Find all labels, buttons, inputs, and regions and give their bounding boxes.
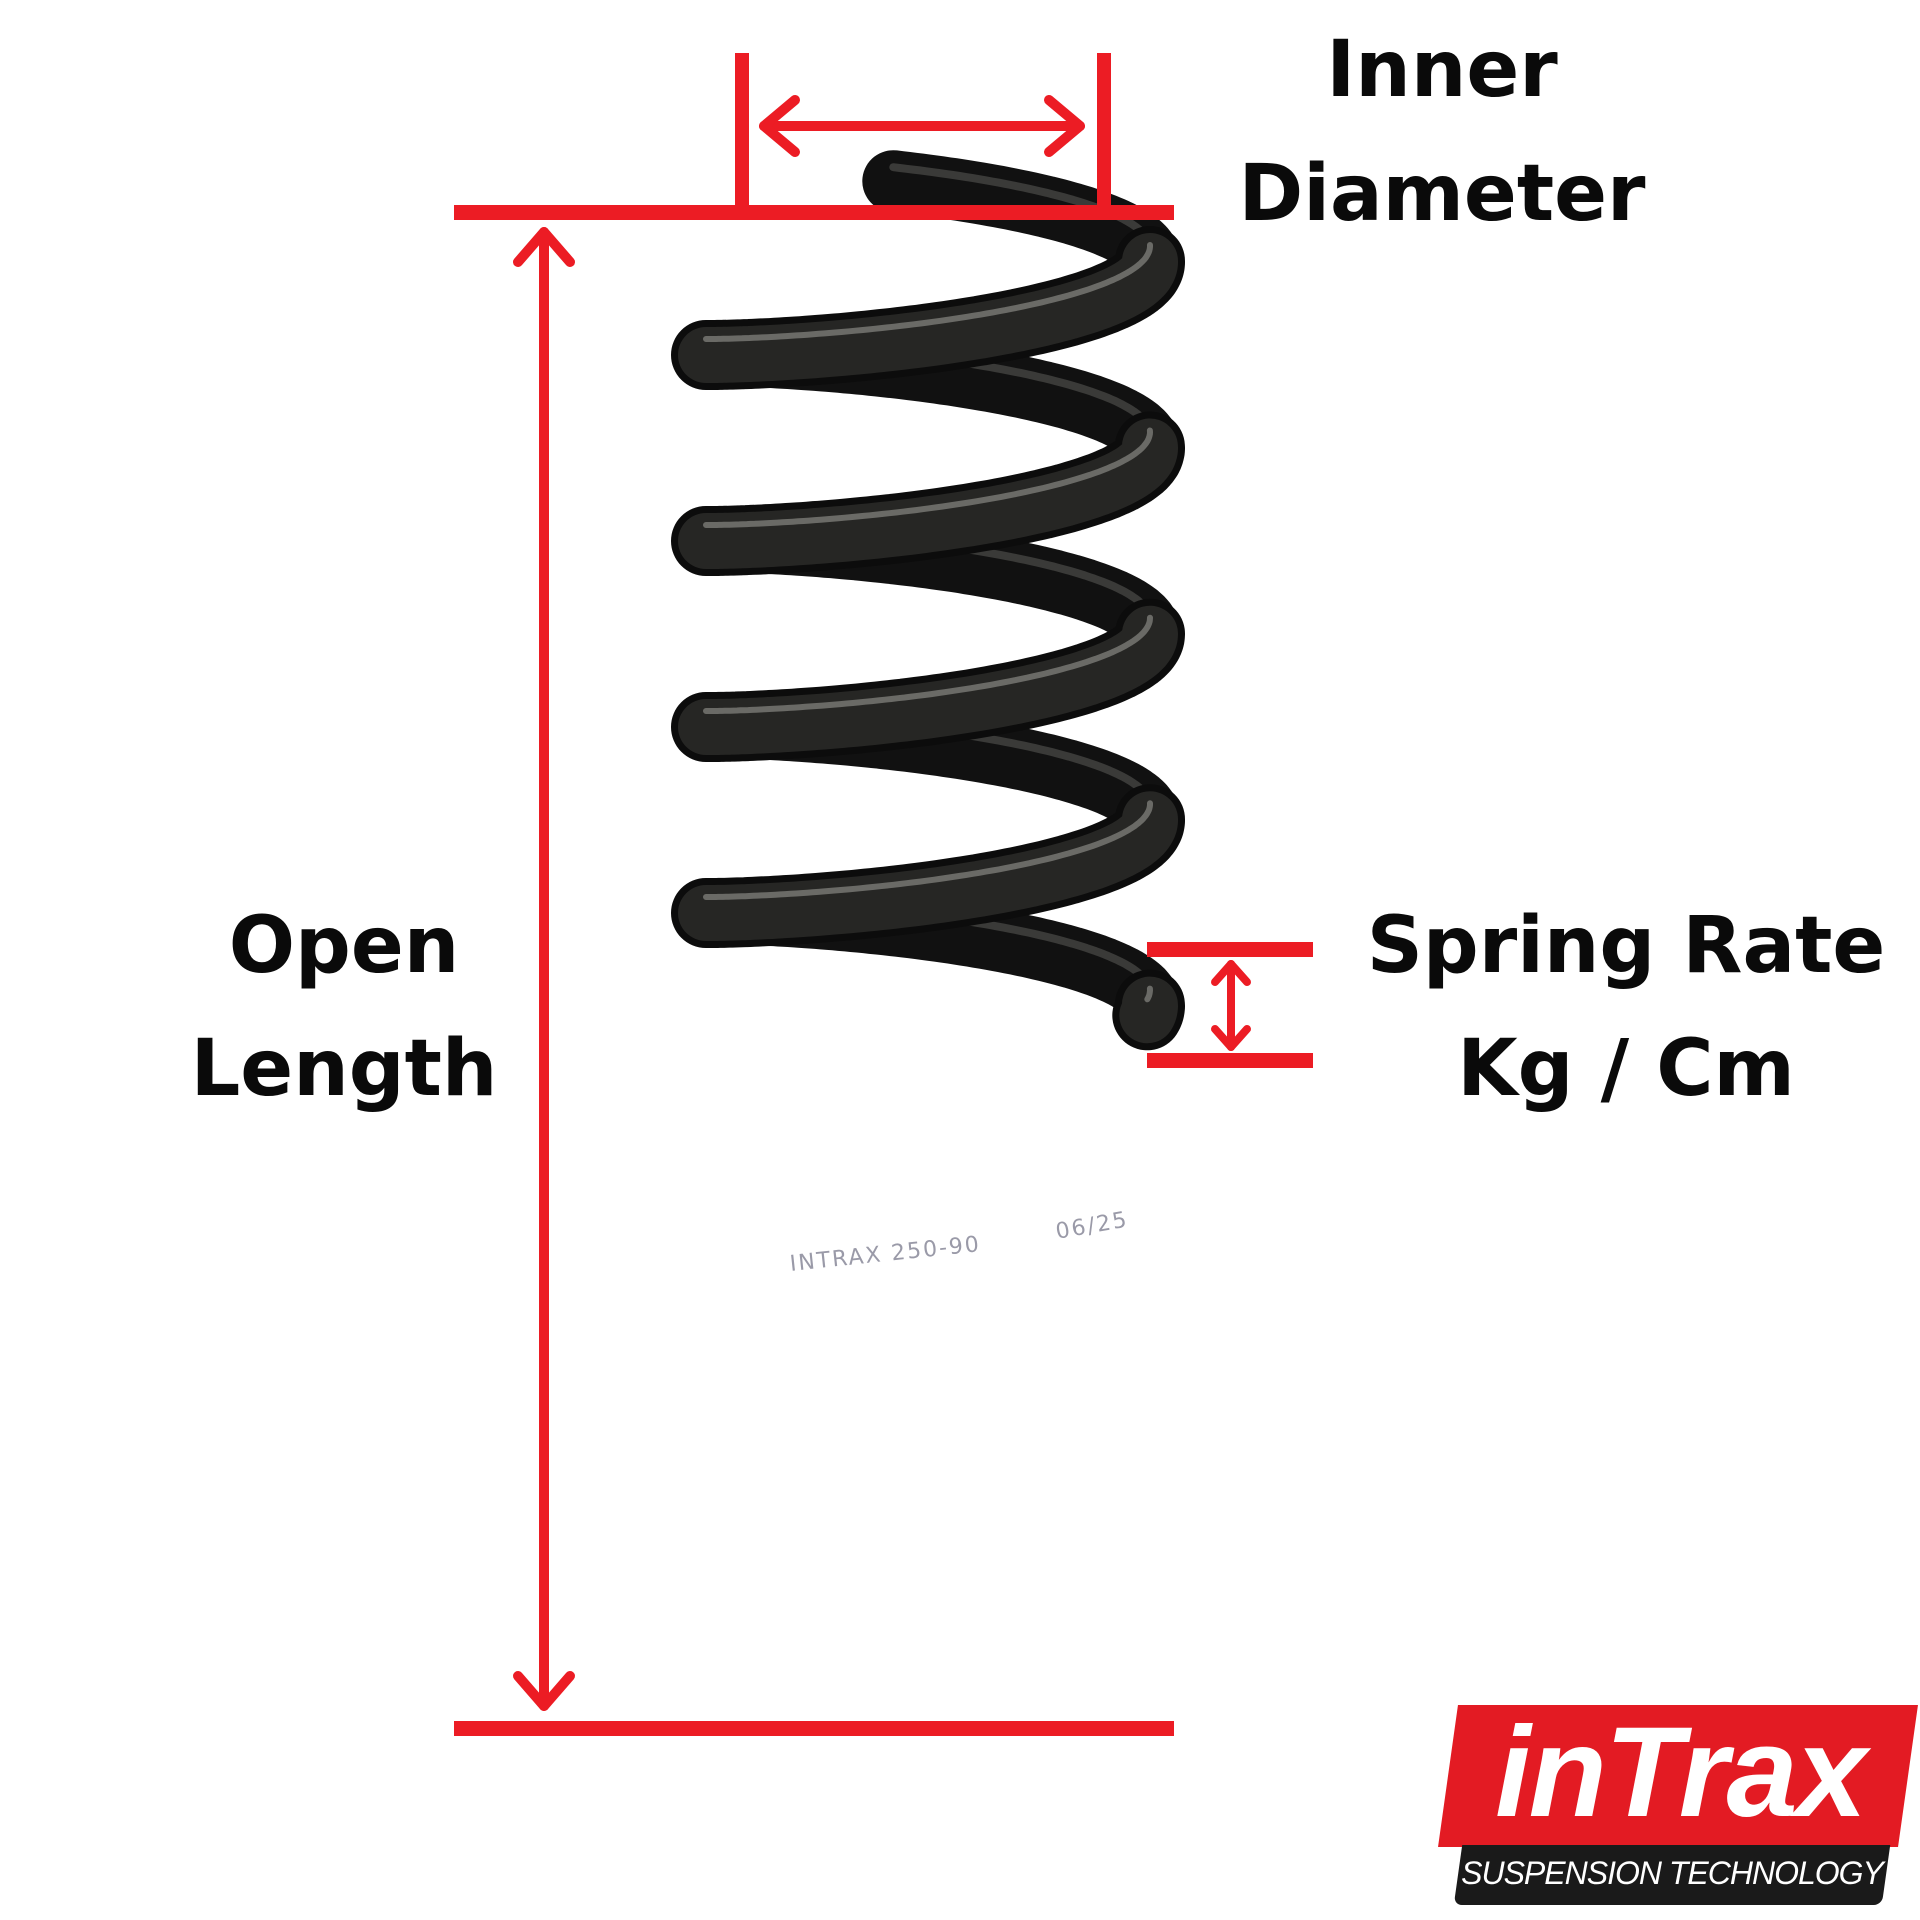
spring-coil-highlight (1144, 985, 1153, 1003)
spring-rate-arrow (1211, 960, 1251, 1051)
spring-coil-front-body (1119, 976, 1178, 1044)
spring-rate-bottom-line (1147, 1053, 1313, 1068)
spring-coil-front-body (678, 605, 1178, 755)
spring-rate-top-line (1147, 942, 1313, 957)
spring-coil-highlight (703, 800, 1153, 900)
inner-diameter-right-tick (1097, 53, 1111, 213)
open-length-label-line1: Open (228, 901, 460, 991)
logo-brand-text: inTrax (1495, 1701, 1867, 1844)
spring-coil-highlight (703, 242, 1153, 342)
inner-diameter-label-line2: Diameter (1238, 149, 1646, 239)
intrax-logo: inTrax SUSPENSION TECHNOLOGY (1430, 1701, 1918, 1910)
inner-diameter-label-line1: Inner (1326, 25, 1558, 115)
spring-coil-highlight (703, 427, 1153, 528)
spring-coil-front-body (678, 233, 1178, 383)
open-length-arrow (513, 227, 575, 1711)
spring-coil-front-body (678, 418, 1178, 569)
open-length-label-line2: Length (190, 1024, 498, 1114)
inner-diameter-arrow (759, 95, 1085, 157)
spring-rate-label-line1: Spring Rate (1366, 901, 1886, 991)
top-reference-line (454, 205, 1174, 220)
spring-rate-label-line2: Kg / Cm (1457, 1024, 1795, 1114)
spring-coil-front-body (678, 791, 1178, 941)
bottom-reference-line (454, 1721, 1174, 1736)
inner-diameter-left-tick (735, 53, 749, 213)
spring-coil-highlight (703, 614, 1153, 714)
logo-tagline: SUSPENSION TECHNOLOGY (1461, 1855, 1884, 1891)
